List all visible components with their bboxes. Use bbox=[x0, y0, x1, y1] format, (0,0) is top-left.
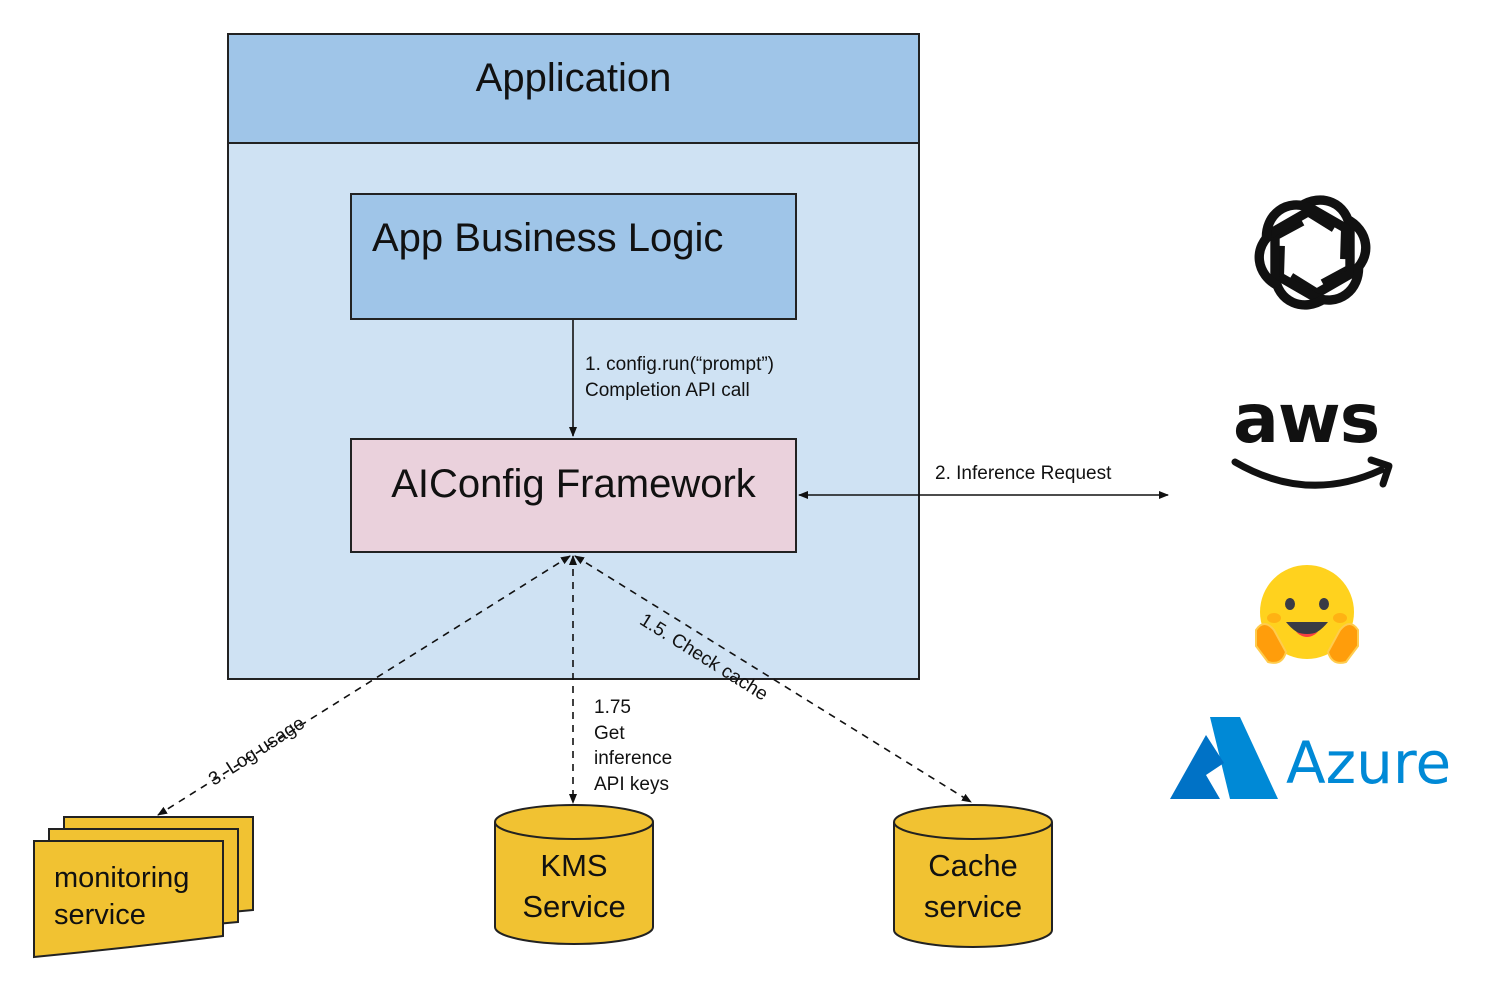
openai-logo-icon bbox=[1250, 190, 1375, 315]
kms-label-line1: KMS bbox=[540, 848, 608, 883]
aws-smile-icon bbox=[1231, 456, 1393, 489]
monitoring-label-line1: monitoring bbox=[54, 862, 190, 894]
aiconfig-framework-label: AIConfig Framework bbox=[391, 462, 756, 506]
get-keys-label: 1.75 Get inference API keys bbox=[594, 695, 672, 797]
get-keys-label-line2: Get bbox=[594, 722, 625, 744]
monitoring-service-label: monitoring service bbox=[54, 860, 189, 934]
azure-wordmark: Azure bbox=[1286, 729, 1452, 797]
aws-logo-icon: aws bbox=[1225, 380, 1400, 500]
kms-label-line2: Service bbox=[522, 889, 626, 924]
monitoring-label-line2: service bbox=[54, 899, 146, 931]
application-header bbox=[227, 33, 920, 144]
cache-label-line2: service bbox=[923, 889, 1023, 924]
business-logic-box bbox=[350, 193, 797, 320]
kms-service-shape bbox=[494, 804, 654, 945]
run-call-label-line1: 1. config.run(“prompt”) bbox=[585, 354, 775, 375]
get-keys-label-line1: 1.75 bbox=[594, 697, 631, 718]
kms-service-label: KMS Service bbox=[495, 845, 653, 927]
inference-request-label: 2. Inference Request bbox=[935, 463, 1112, 484]
log-usage-arrow bbox=[157, 555, 571, 816]
azure-logo-icon: Azure bbox=[1168, 715, 1458, 805]
run-call-label: 1. config.run(“prompt”) Completion API c… bbox=[585, 352, 774, 403]
aiconfig-framework-box bbox=[350, 438, 797, 553]
azure-symbol-icon bbox=[1170, 717, 1278, 799]
application-title: Application bbox=[475, 56, 672, 100]
aws-wordmark: aws bbox=[1233, 380, 1380, 459]
monitoring-service-shape bbox=[33, 816, 254, 959]
hugging-face-emoji-icon bbox=[1255, 565, 1359, 664]
cache-label-line1: Cache bbox=[928, 848, 1018, 883]
get-keys-label-line4: API keys bbox=[594, 773, 669, 795]
get-keys-label-line3: inference bbox=[594, 748, 673, 769]
run-call-label-line2: Completion API call bbox=[585, 379, 750, 401]
cache-service-label: Cache service bbox=[894, 845, 1052, 927]
cache-service-shape bbox=[893, 804, 1053, 948]
business-logic-label: App Business Logic bbox=[372, 216, 724, 260]
